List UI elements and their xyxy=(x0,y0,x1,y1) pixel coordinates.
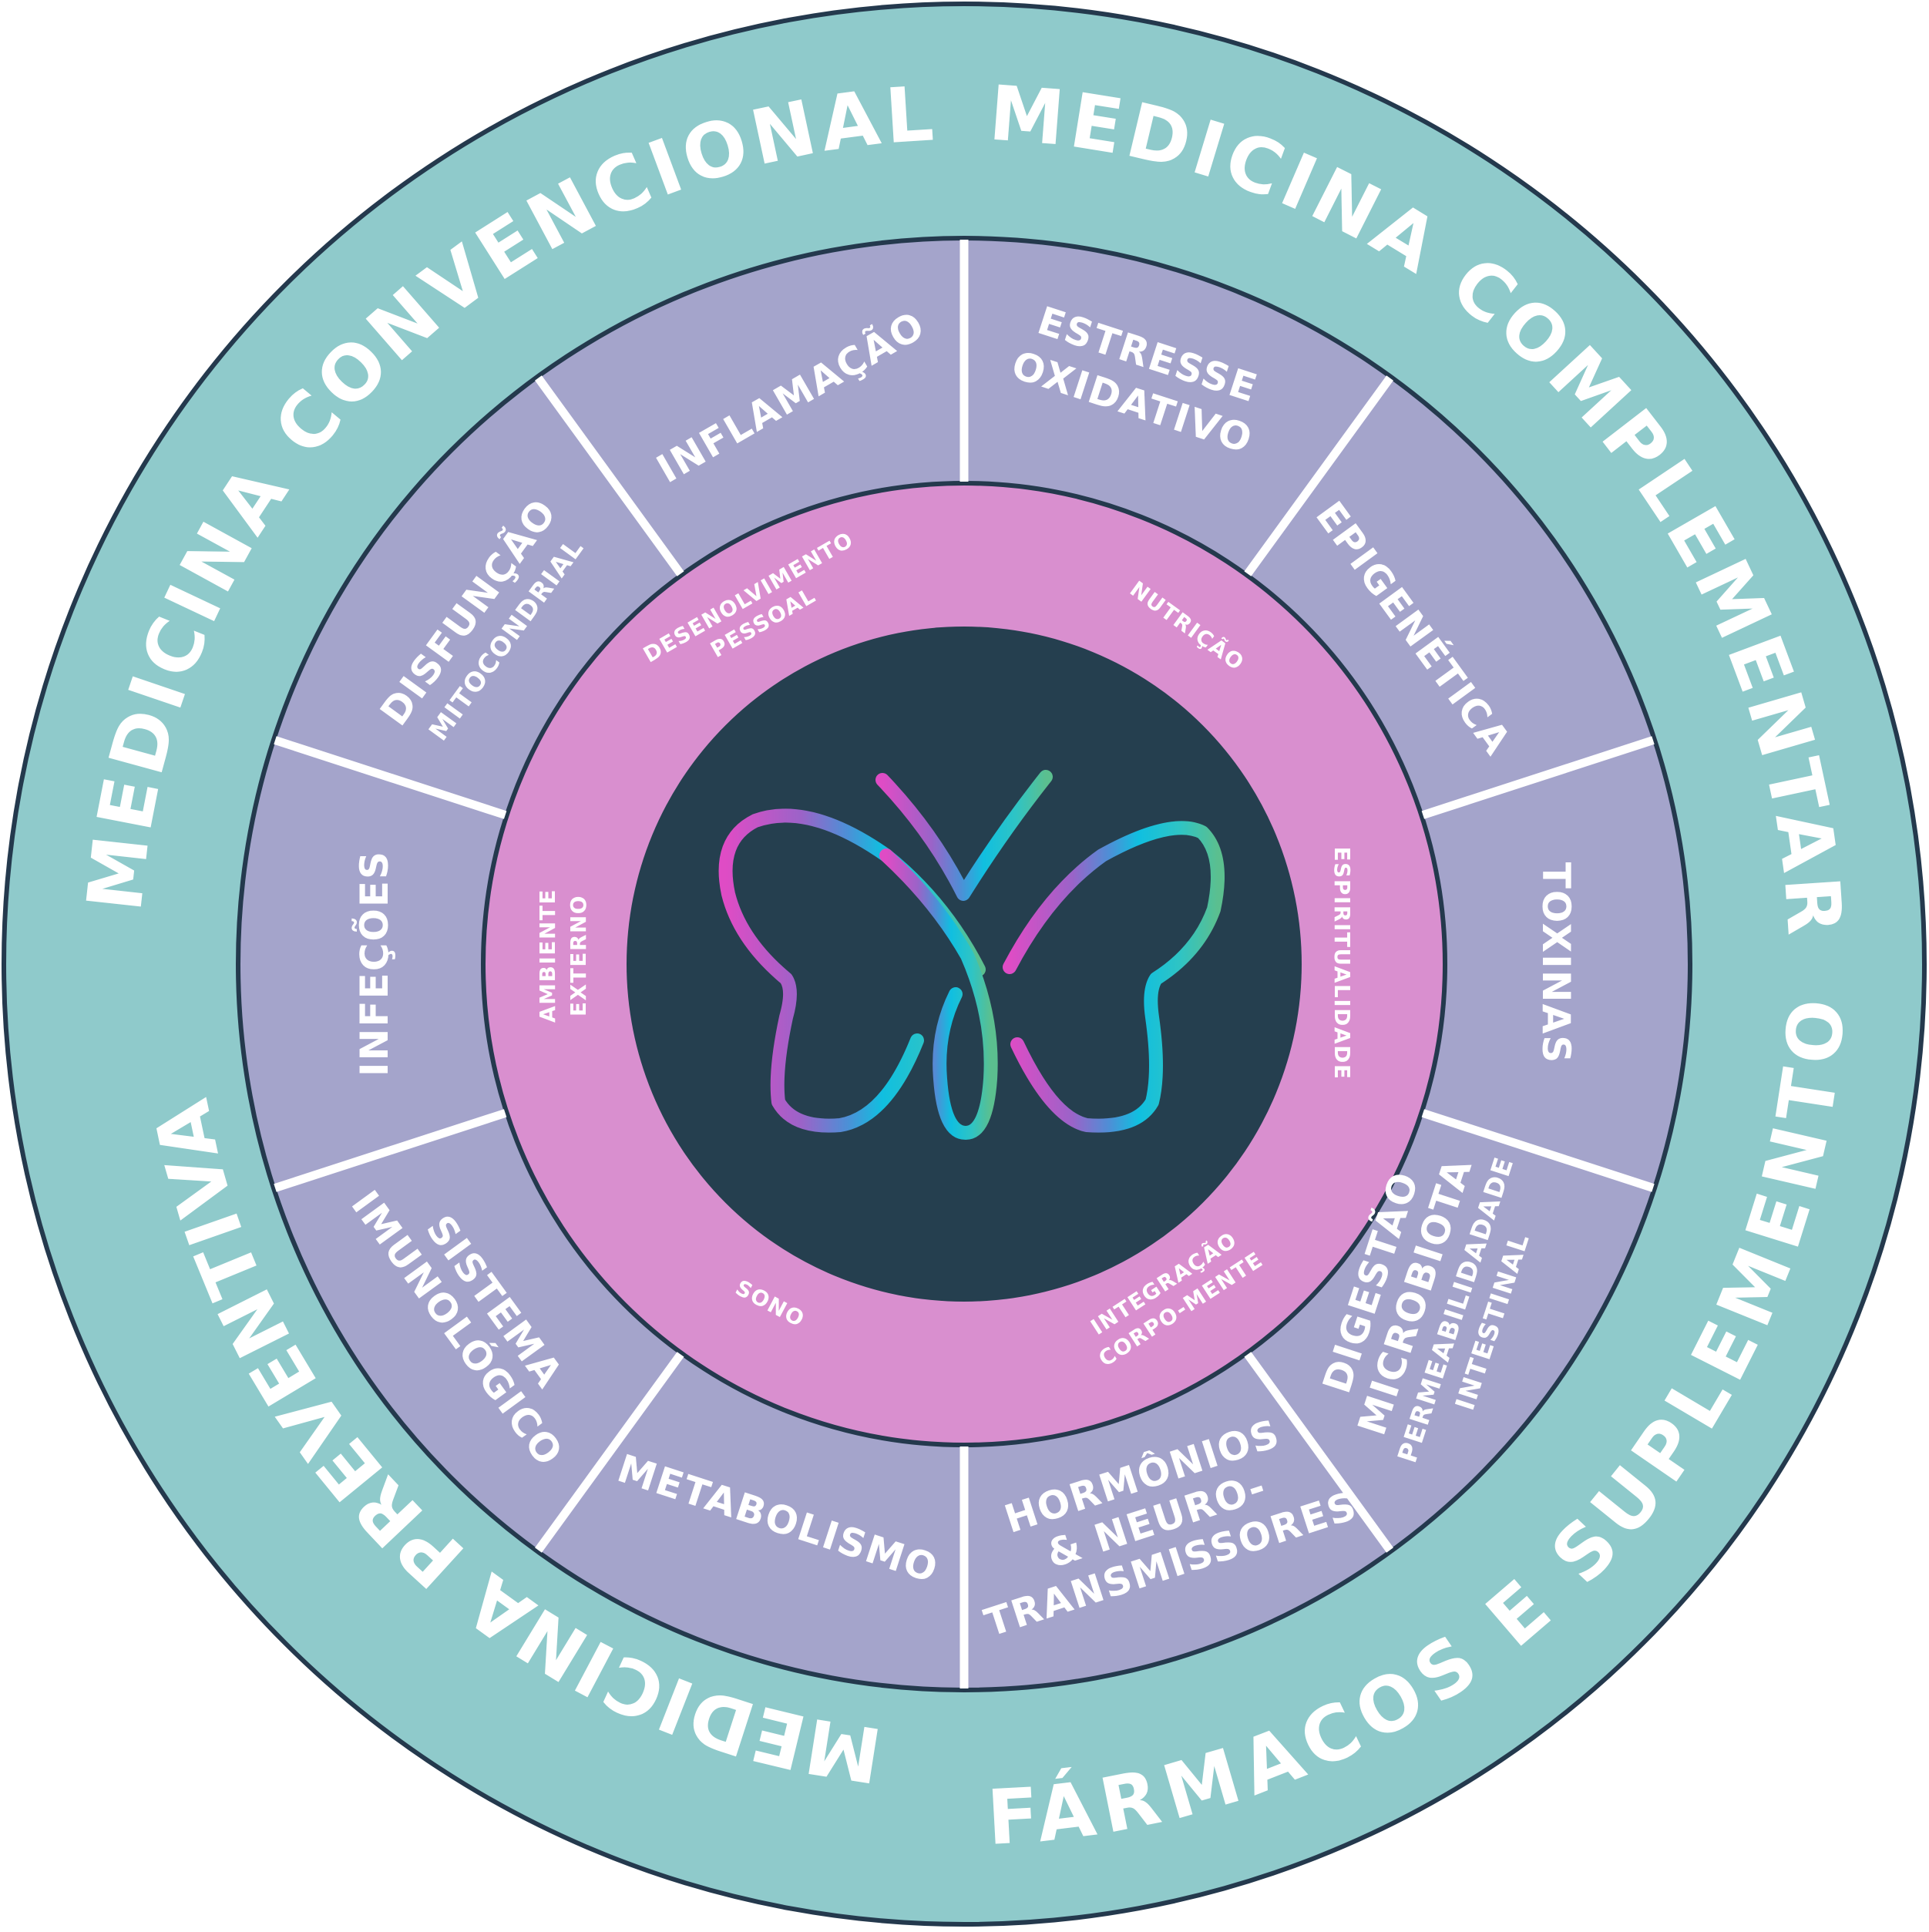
segment-infeccoes: INFEÇÕES xyxy=(351,850,397,1077)
label-espiritualidade: ESPIRITUALIDADE xyxy=(1329,847,1355,1080)
segment-divider xyxy=(535,1352,684,1553)
ring-espiritualidade: ESPIRITUALIDADE xyxy=(1329,847,1355,1080)
segment-divider xyxy=(274,736,507,819)
label-ambiente: AMBIENTE xyxy=(535,889,560,1023)
butterfly-icon xyxy=(718,770,1225,1140)
segment-divider xyxy=(1421,736,1655,819)
segment-divider xyxy=(274,1109,507,1192)
ring-ambiente: AMBIENTE EXTERNO xyxy=(535,889,591,1023)
segment-divider xyxy=(1244,375,1393,576)
label-externo: EXTERNO xyxy=(566,895,591,1016)
segment-divider xyxy=(535,375,684,576)
segment-dividers xyxy=(274,240,1655,1688)
label-infeccoes: INFEÇÕES xyxy=(351,850,397,1077)
segment-toxinas: TOXINAS xyxy=(1534,862,1578,1065)
segment-divider xyxy=(1421,1109,1655,1192)
segment-divider xyxy=(1244,1352,1393,1553)
label-toxinas: TOXINAS xyxy=(1534,862,1578,1065)
